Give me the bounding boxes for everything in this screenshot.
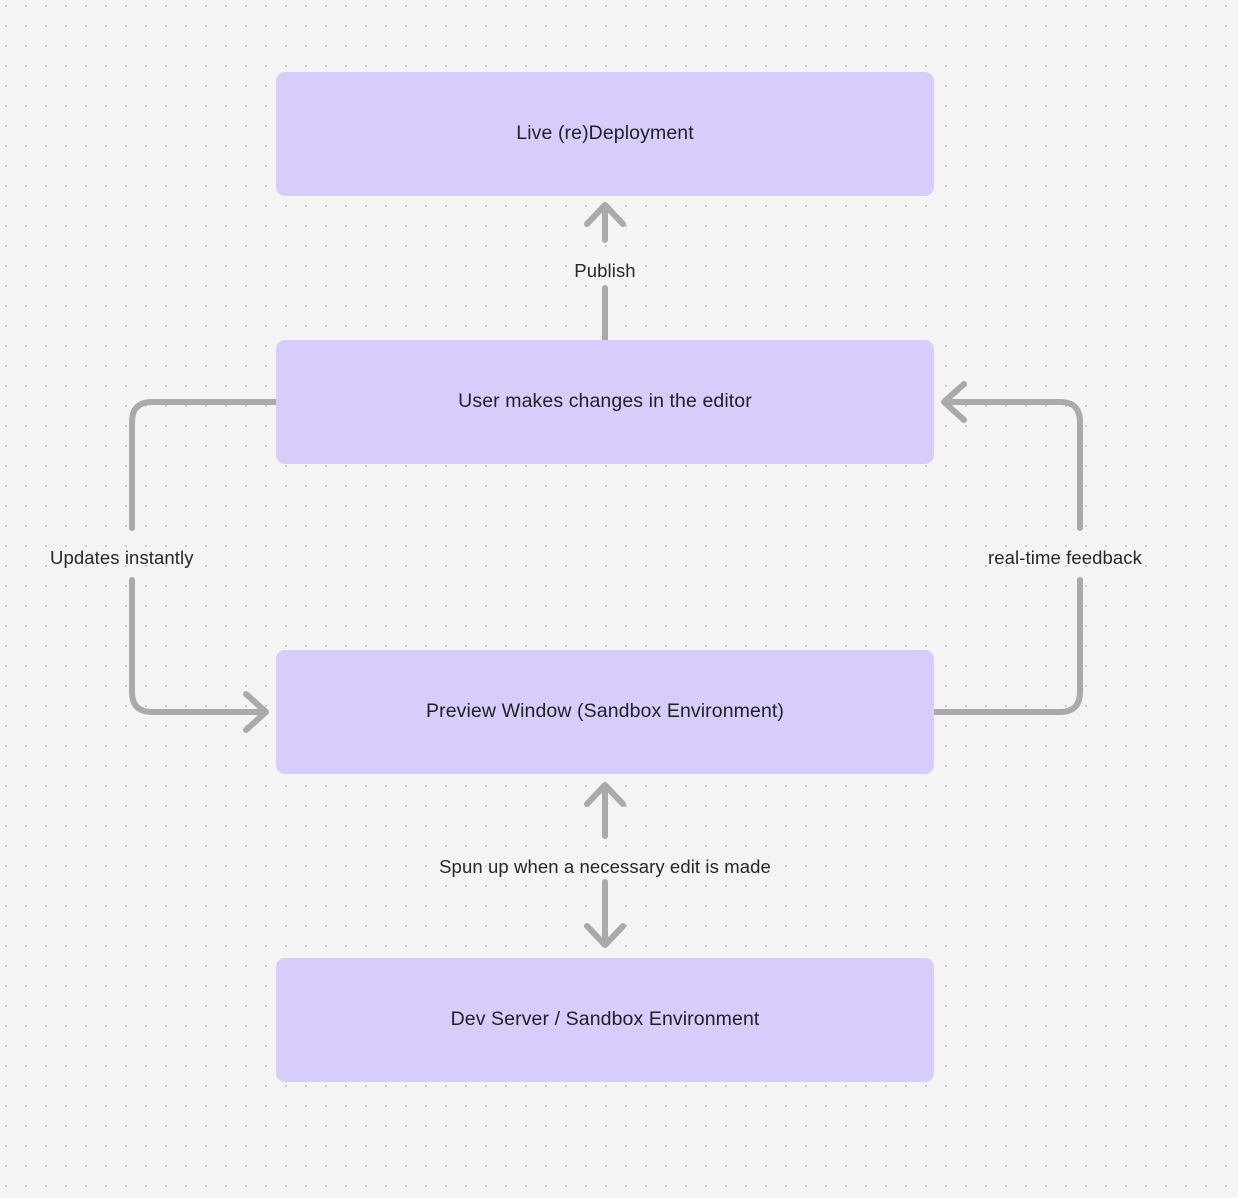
edge-label-updates-instantly: Updates instantly [50,547,194,568]
node-user-edits[interactable]: User makes changes in the editor [276,340,934,464]
node-preview-window[interactable]: Preview Window (Sandbox Environment) [276,650,934,774]
arrowhead-up-publish [584,202,626,227]
node-live-deployment[interactable]: Live (re)Deployment [276,72,934,196]
node-preview-window-label: Preview Window (Sandbox Environment) [426,700,784,723]
arrowhead-up-spun-up [584,782,626,807]
node-live-deployment-label: Live (re)Deployment [516,122,694,145]
arrowhead-right-updates-instantly [243,691,269,733]
edge-label-spun-up: Spun up when a necessary edit is made [439,856,771,877]
node-dev-server-label: Dev Server / Sandbox Environment [450,1008,760,1031]
node-user-edits-label: User makes changes in the editor [458,390,752,413]
node-dev-server[interactable]: Dev Server / Sandbox Environment [276,958,934,1082]
edge-label-publish: Publish [574,260,636,281]
edge-label-real-time-feedback: real-time feedback [988,547,1142,568]
arrowhead-left-real-time-feedback [941,381,967,423]
arrowhead-down-spun-up [584,923,626,948]
